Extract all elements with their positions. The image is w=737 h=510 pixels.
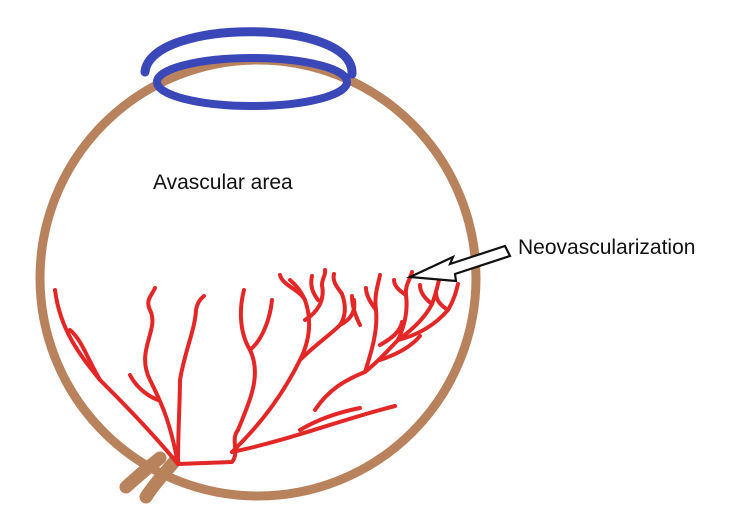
vessel-5e: [322, 270, 325, 285]
vessel-5g: [334, 274, 342, 294]
vessel-6: [315, 340, 398, 410]
vessel-4: [238, 290, 255, 430]
vessel-2: [145, 288, 178, 464]
vessel-6i: [436, 292, 448, 310]
hollow-arrow-icon: [410, 246, 510, 281]
vessel-left-branch: [70, 330, 100, 380]
vessel-6g: [394, 280, 406, 295]
vessel-3: [178, 296, 204, 464]
vessel-5f: [311, 276, 318, 300]
vessel-4-branch: [250, 300, 272, 350]
vessel-5a: [280, 275, 305, 300]
vessel-6h: [420, 285, 432, 304]
vessel-trunk: [178, 430, 238, 464]
retinal-vessels: [55, 270, 458, 464]
lens: [157, 58, 347, 106]
vessel-inferior: [232, 406, 395, 452]
neovascularization-label: Neovascularization: [518, 236, 695, 259]
avascular-area-label: Avascular area: [153, 171, 293, 194]
